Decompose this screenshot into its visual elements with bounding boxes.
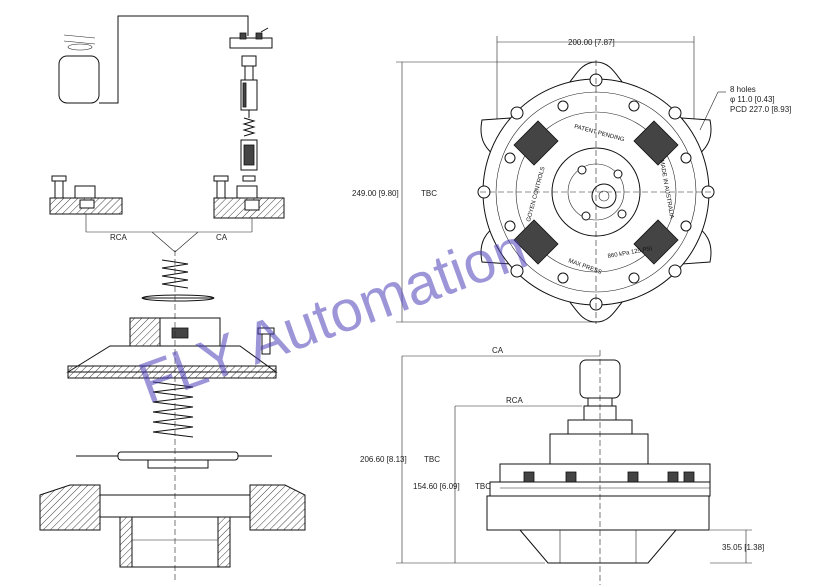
- side-height-mid: 154.60 [6.09]: [413, 482, 460, 491]
- side-height-total: 206.60 [8.13]: [360, 455, 407, 464]
- top-width-dim: 200.00 [7.87]: [568, 38, 615, 47]
- exploded-rca-label: RCA: [110, 233, 128, 242]
- side-ca-label: CA: [492, 346, 504, 355]
- body-ca: [213, 175, 285, 219]
- side-base-dim: 35.05 [1.38]: [722, 543, 764, 552]
- exploded-view: RCA CA: [39, 15, 306, 580]
- exploded-ca-label: CA: [216, 233, 228, 242]
- top-height-dim: 249.00 [9.80]: [352, 189, 399, 198]
- watermark-text: FLY Automation: [130, 216, 535, 416]
- holes-pcd: PCD 227.0 [8.93]: [730, 105, 791, 114]
- pilot-assembly: [229, 27, 273, 182]
- side-height-mid-suffix: TBC: [475, 482, 491, 491]
- top-height-suffix: TBC: [421, 189, 437, 198]
- solenoid-coil: [58, 34, 100, 104]
- holes-count: 8 holes: [730, 85, 756, 94]
- side-height-total-suffix: TBC: [424, 455, 440, 464]
- side-view: CA RCA 206.60 [8.13] TBC 154.60 [6.09] T…: [360, 346, 764, 585]
- main-diaphragm: [76, 451, 272, 469]
- coil-wire: [99, 15, 249, 104]
- valve-body: [39, 484, 306, 568]
- side-rca-label: RCA: [506, 396, 524, 405]
- holes-diameter: φ 11.0 [0.43]: [730, 95, 775, 104]
- lower-spring: [152, 381, 194, 438]
- top-view: 200.00 [7.87] 249.00 [9.80] TBC: [352, 36, 791, 324]
- bolt-pattern: [477, 73, 715, 311]
- body-rca: [49, 175, 123, 215]
